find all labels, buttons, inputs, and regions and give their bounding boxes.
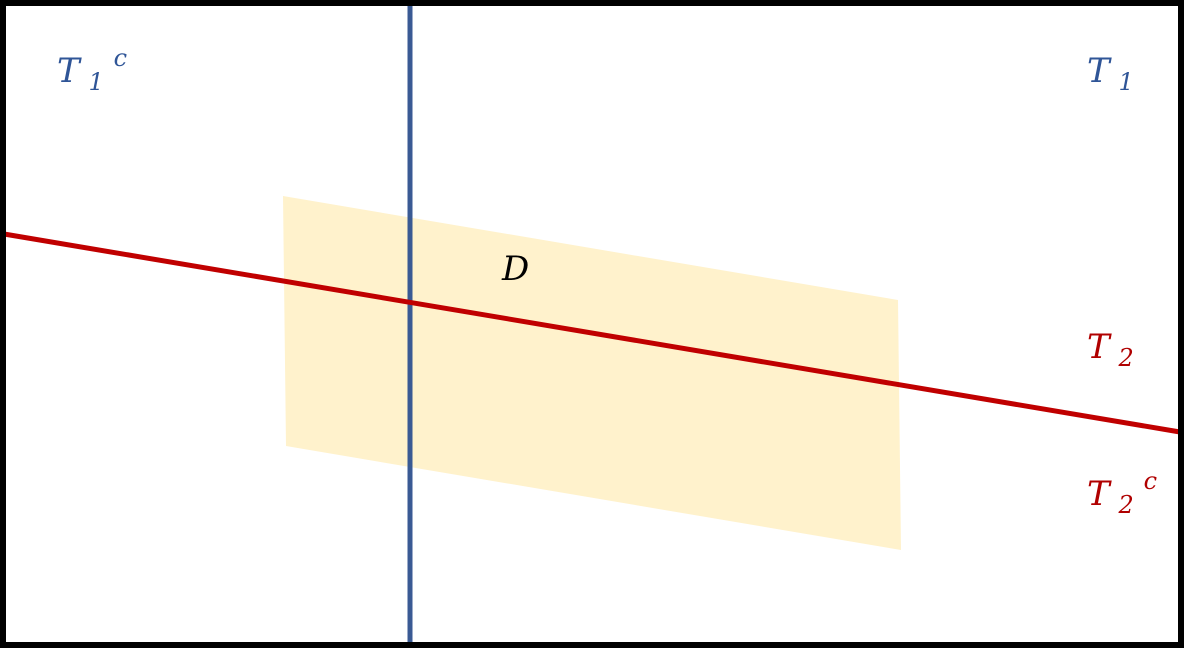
label-t1-complement: T 1 c (57, 44, 127, 99)
t2-boundary-line (3, 231, 1181, 435)
label-t1: T 1 (1087, 51, 1134, 96)
label-region-d: D (501, 249, 529, 289)
label-t2: T 2 (1087, 327, 1134, 372)
label-t2-complement: T 2 c (1087, 467, 1157, 522)
region-d (283, 196, 901, 550)
